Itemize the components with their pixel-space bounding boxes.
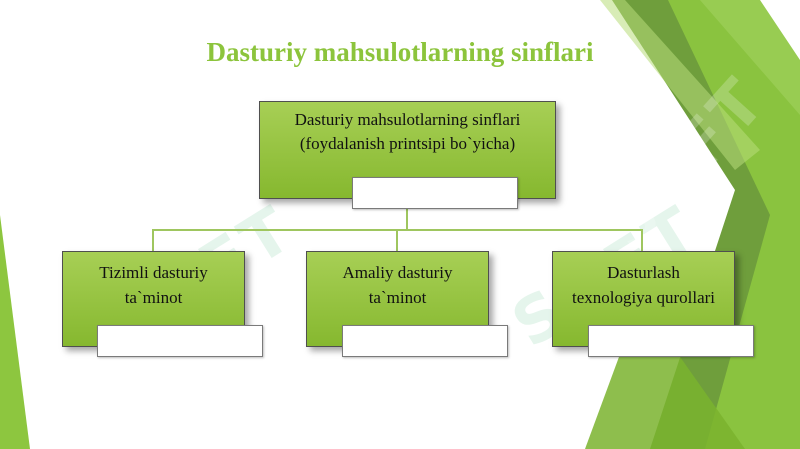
accent-stripe-light [600, 0, 760, 170]
accent-triangle-bottom [585, 300, 745, 449]
accent-left-edge [0, 215, 30, 449]
child-node-line1: Amaliy dasturiy [342, 263, 453, 282]
root-node-line1: Dasturiy mahsulotlarning sinflari [294, 110, 521, 129]
child-node-line1: Tizimli dasturiy [99, 263, 208, 282]
child-node-subbox [97, 325, 263, 357]
root-node-label: Dasturiy mahsulotlarning sinflari (foyda… [260, 102, 555, 156]
root-node: Dasturiy mahsulotlarning sinflari (foyda… [259, 101, 556, 199]
child-node-line1: Dasturlash [607, 263, 680, 282]
connector-middle [396, 229, 398, 251]
connector-right [641, 229, 643, 251]
root-node-line2: (foydalanish printsipi bo`yicha) [299, 134, 516, 153]
connector-left [152, 229, 154, 251]
child-node-line2: ta`minot [124, 288, 183, 307]
child-node-subbox [588, 325, 754, 357]
page-title: Dasturiy mahsulotlarning sinflari [206, 37, 594, 67]
root-node-subbox [352, 177, 518, 209]
child-node-line2: texnologiya qurollari [571, 288, 716, 307]
accent-band-mid [668, 0, 800, 449]
child-node-label: Amaliy dasturiy ta`minot [307, 252, 488, 310]
child-node-label: Dasturlash texnologiya qurollari [553, 252, 734, 310]
child-node-subbox [342, 325, 508, 357]
child-node-label: Tizimli dasturiy ta`minot [63, 252, 244, 310]
child-node-line2: ta`minot [368, 288, 427, 307]
connector-root-down [406, 209, 408, 230]
